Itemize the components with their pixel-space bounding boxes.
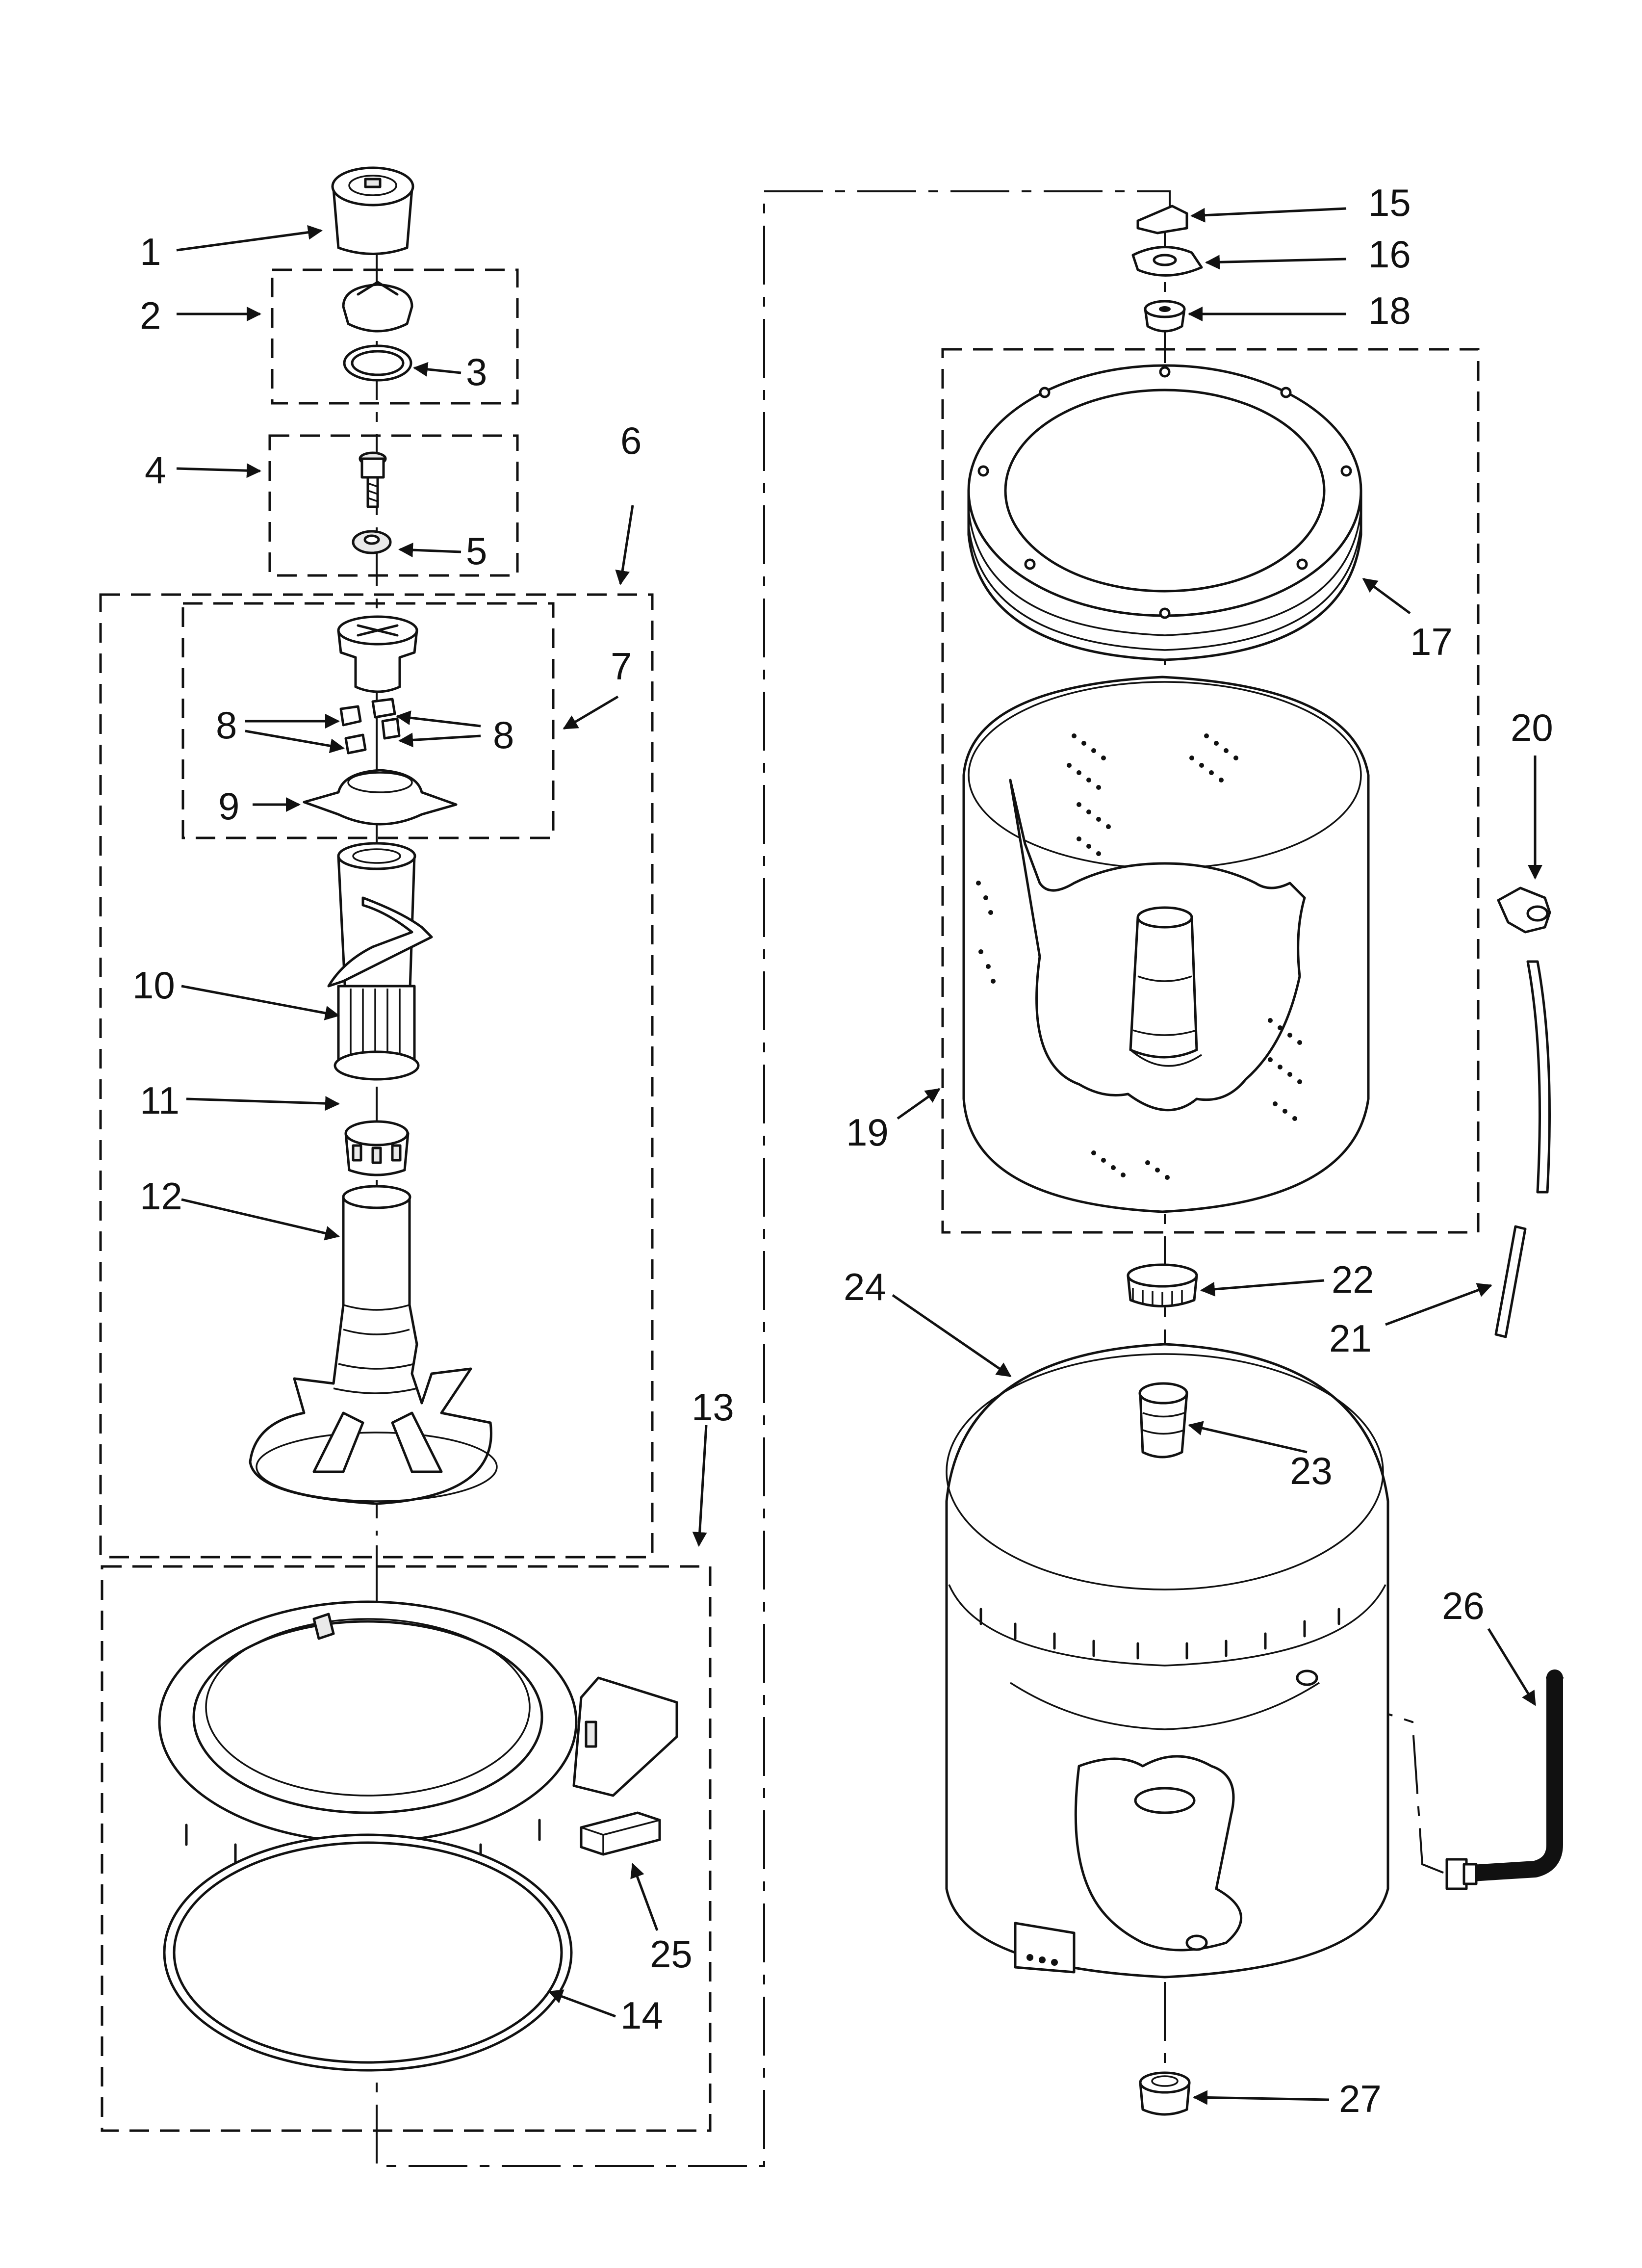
part-11-clutch bbox=[344, 1120, 410, 1176]
callout-labels: 1 2 3 4 5 6 7 8 8 9 10 11 12 13 14 15 16… bbox=[132, 181, 1553, 2120]
part-3-o-ring bbox=[343, 344, 412, 382]
group-box-6 bbox=[99, 593, 654, 1559]
leader-arrows bbox=[176, 207, 1542, 2105]
part-26-drain-hose bbox=[1445, 1669, 1564, 1890]
callout-16: 16 bbox=[1368, 233, 1411, 276]
part-17-balance-ring bbox=[967, 364, 1362, 661]
callout-25: 25 bbox=[650, 1932, 693, 1976]
part-16-plate bbox=[1131, 246, 1203, 277]
part-9-ring bbox=[303, 769, 458, 826]
callout-22: 22 bbox=[1332, 1258, 1374, 1301]
part-8-dogs bbox=[339, 698, 401, 755]
part-27-plug bbox=[1139, 2071, 1191, 2116]
part-2-insert bbox=[342, 281, 413, 333]
group-box-7 bbox=[181, 602, 555, 839]
callout-8-right: 8 bbox=[493, 713, 514, 756]
callout-3: 3 bbox=[466, 350, 487, 393]
part-18-nut bbox=[1144, 300, 1186, 333]
callout-8-left: 8 bbox=[216, 704, 237, 747]
part-15-clip bbox=[1136, 205, 1188, 235]
part-25-bracket bbox=[580, 1811, 661, 1856]
callout-12: 12 bbox=[140, 1174, 182, 1218]
callout-24: 24 bbox=[844, 1265, 886, 1308]
callout-19: 19 bbox=[846, 1111, 889, 1154]
part-23-seal bbox=[1138, 1382, 1188, 1459]
callout-6: 6 bbox=[620, 419, 641, 462]
callout-21: 21 bbox=[1329, 1317, 1372, 1360]
part-24-outer-tub bbox=[945, 1343, 1389, 1979]
callout-14: 14 bbox=[620, 1994, 663, 2037]
part-4-bolt bbox=[359, 451, 387, 508]
part-12-agitator-base bbox=[249, 1185, 498, 1505]
part-22-clamp bbox=[1127, 1263, 1198, 1307]
part-5-washer bbox=[352, 530, 392, 554]
callout-15: 15 bbox=[1368, 181, 1411, 224]
callout-17: 17 bbox=[1410, 620, 1453, 663]
callout-10: 10 bbox=[132, 964, 175, 1007]
callout-26: 26 bbox=[1442, 1584, 1485, 1627]
callout-4: 4 bbox=[145, 448, 166, 492]
callout-20: 20 bbox=[1511, 706, 1553, 749]
part-10-auger bbox=[327, 842, 433, 1081]
part-13-tub-ring bbox=[158, 1600, 678, 1885]
part-19-basket bbox=[962, 676, 1370, 1213]
part-21-tube bbox=[1494, 960, 1551, 1338]
callout-18: 18 bbox=[1368, 289, 1411, 332]
part-7-cam bbox=[337, 615, 418, 693]
callout-9: 9 bbox=[218, 784, 239, 828]
group-box-13 bbox=[101, 1565, 712, 2132]
callout-1: 1 bbox=[140, 230, 161, 273]
group-box-2 bbox=[271, 268, 519, 405]
part-20-clip bbox=[1497, 886, 1551, 934]
group-box-4 bbox=[268, 434, 519, 577]
callout-2: 2 bbox=[140, 294, 161, 337]
callout-5: 5 bbox=[466, 529, 487, 573]
callout-13: 13 bbox=[692, 1385, 734, 1429]
callout-27: 27 bbox=[1339, 2077, 1382, 2120]
group-box-17 bbox=[941, 348, 1480, 1234]
callout-23: 23 bbox=[1290, 1449, 1333, 1492]
part-1-cap bbox=[331, 166, 414, 255]
callout-7: 7 bbox=[611, 645, 632, 688]
part-14-seal-ring bbox=[163, 1833, 573, 2072]
group-boxes bbox=[99, 268, 1480, 2132]
callout-11: 11 bbox=[140, 1079, 180, 1122]
